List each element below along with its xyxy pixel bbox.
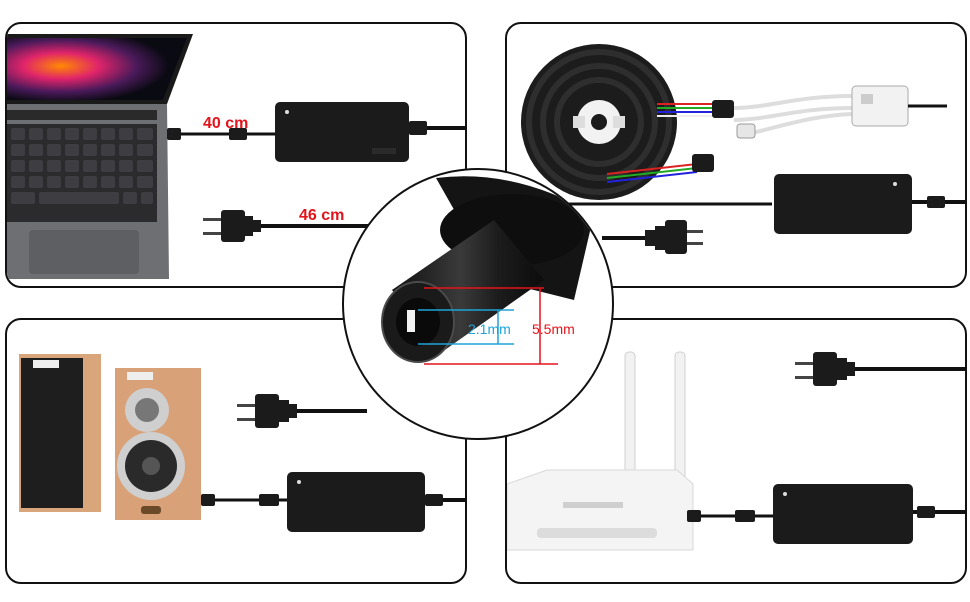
router-panel	[505, 318, 967, 584]
laptop-panel: 40 cm 46 cm	[5, 22, 467, 288]
laptop-scene	[7, 34, 465, 279]
rgb-wires	[606, 100, 734, 183]
dc-plug	[167, 128, 181, 140]
speaker-right	[115, 368, 201, 520]
power-adapter	[287, 472, 425, 532]
led-controller	[733, 85, 947, 139]
dc-connector-closeup: 2.1mm 5.5mm	[342, 168, 614, 440]
ac-plug	[237, 394, 367, 428]
ferrite-core	[229, 128, 247, 140]
connector-detail	[381, 176, 594, 365]
plug-cable-length-label: 46 cm	[299, 207, 345, 224]
router-scene	[507, 351, 965, 551]
ferrite-core	[735, 510, 755, 522]
connector-pin	[407, 310, 415, 332]
led-strip-reel	[521, 44, 677, 200]
ac-plug	[795, 352, 965, 386]
laptop-keyboard	[7, 104, 169, 279]
led-strip-panel	[505, 22, 967, 288]
power-adapter	[275, 102, 409, 162]
power-adapter	[774, 174, 912, 234]
outer-diameter-label: 5.5mm	[532, 321, 575, 337]
power-adapter	[773, 484, 913, 544]
inner-diameter-dimension	[418, 309, 514, 345]
speakers-panel	[5, 318, 467, 584]
speaker-left	[19, 354, 101, 512]
ac-plug	[602, 220, 703, 254]
laptop-screen	[7, 34, 193, 104]
speakers-scene	[19, 354, 465, 532]
led-strip-scene	[521, 44, 965, 254]
ferrite-core	[259, 494, 279, 506]
inner-diameter-label: 2.1mm	[468, 321, 511, 337]
outer-diameter-dimension	[424, 287, 558, 365]
wifi-router	[507, 351, 694, 551]
cable-length-label: 40 cm	[203, 115, 249, 132]
